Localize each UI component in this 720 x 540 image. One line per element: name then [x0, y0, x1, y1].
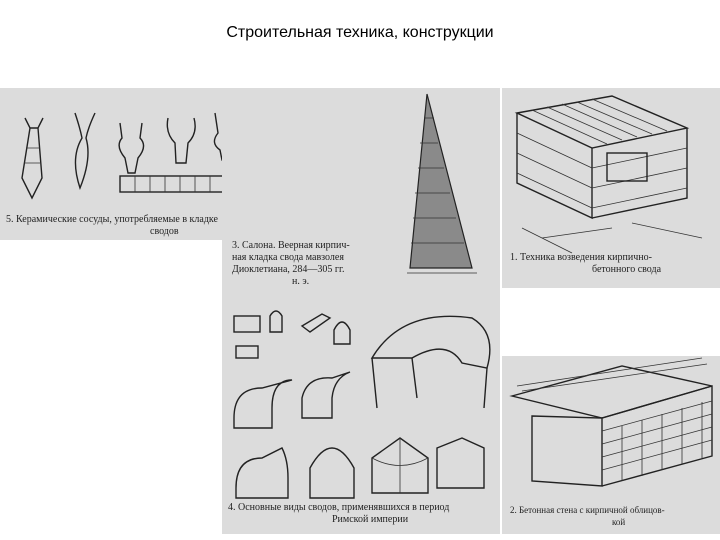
concrete-wall-caption-line1: 2. Бетонная стена с кирпичной облицов- [510, 505, 665, 515]
concrete-wall-caption-line2: кой [612, 517, 626, 527]
fan-masonry-caption-line3: Диоклетиана, 284—305 гг. [232, 264, 345, 275]
vault-types-caption-line2: Римской империи [332, 514, 409, 525]
fan-masonry-caption-line2: ная кладка свода мавзолея [232, 252, 344, 263]
figure-concrete-wall: 2. Бетонная стена с кирпичной облицов- к… [502, 356, 720, 534]
brick-concrete-vault-drawing [514, 95, 703, 254]
figure-vault-types: 4. Основные виды сводов, применявшихся в… [222, 288, 500, 534]
ceramic-vessels-caption-line1: 5. Керамические сосуды, употребляемые в … [6, 214, 218, 225]
concrete-wall-drawing [509, 357, 713, 487]
fan-masonry-drawing [407, 93, 477, 274]
fan-masonry-caption-line1: 3. Салона. Веерная кирпич- [232, 240, 350, 251]
vault-types-caption-line1: 4. Основные виды сводов, применявшихся в… [228, 502, 450, 513]
vault-types-drawing [233, 310, 491, 499]
slide-title: Строительная техника, конструкции [226, 24, 494, 41]
brick-concrete-vault-caption-line2: бетонного свода [592, 264, 662, 275]
ceramic-vessels-caption-line2: сводов [150, 226, 179, 237]
figure-fan-masonry: 3. Салона. Веерная кирпич- ная кладка св… [222, 88, 500, 288]
fan-masonry-caption-line4: н. э. [292, 276, 310, 287]
figure-brick-concrete-vault: 1. Техника возведения кирпично- бетонног… [502, 88, 720, 288]
brick-concrete-vault-caption-line1: 1. Техника возведения кирпично- [510, 252, 652, 263]
